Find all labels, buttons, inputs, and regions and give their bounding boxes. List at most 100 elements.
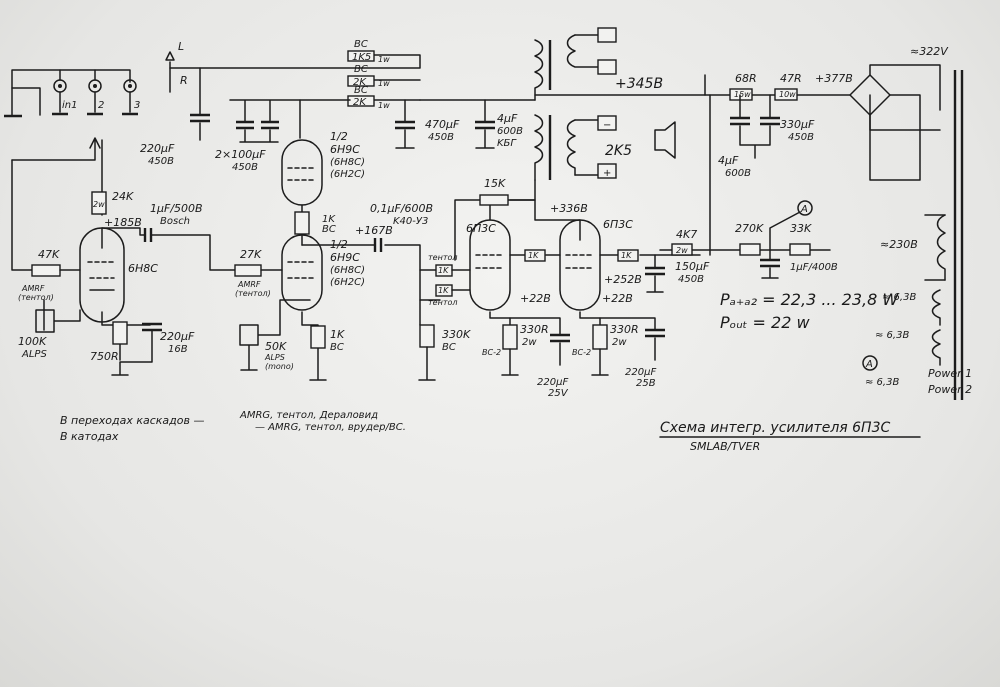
meter-a-2 [862,355,878,371]
label-c4uf600-v: 600B [497,126,523,137]
label-input-l: L [178,40,184,53]
resistor-1k-screen-1 [524,249,546,262]
tube-6p3c-2 [559,219,601,311]
diagram-title: Схема интегр. усилителя 6П3C [660,420,890,436]
label-pot100k: 100K [18,335,47,348]
capacitor-0-1uf [373,238,383,252]
label-2k-b: 2K [353,97,367,108]
label-c220-450: 220µF [140,142,175,155]
input-section: in1 2 3 L R [4,40,188,271]
label-tent2: тентол [428,298,457,307]
label-750r: 750R [90,350,119,363]
label-15k: 15K [484,177,506,190]
label-68r-w: 15w [734,90,751,99]
label-27k-note2: (тентол) [235,289,271,298]
label-1k-s2: 1K [621,251,632,260]
label-meter-a2: A [865,359,873,370]
label-270k: 270K [735,222,764,235]
tube-6h9c-upper [281,139,323,206]
label-c330-v: 450B [788,132,814,143]
resistor-330r-a [502,324,518,350]
label-c1uf-brand: Bosch [160,216,190,227]
tube-6h8c-1 [79,227,125,323]
label-c1uf: 1µF/500B [150,202,203,215]
label-47r: 47R [780,72,802,85]
speaker-terminal-plus [597,163,617,179]
label-47k-note2: (тентол) [18,293,54,302]
label-c330: 330µF [780,118,815,131]
power-supply: 68R 15w 47R 10w +377B 330µF 450B 4µF 600… [534,45,972,400]
label-v336: +336B [550,202,588,215]
resistor-2k-b [347,95,375,107]
label-4k7-w: 2w [676,246,688,255]
label-1k-s1: 1K [528,251,539,260]
resistor-47k [31,264,61,277]
label-power1: Power 1 [928,367,972,380]
resistor-27k [234,264,262,277]
label-1k-g1: 1K [438,266,449,275]
label-1k5-bc: BC [354,39,368,50]
label-v185: +185B [104,216,142,229]
resistor-1k-bc [294,211,310,235]
label-1k5: 1K5 [352,52,371,63]
label-47k: 47K [38,248,60,261]
label-c1uf-b: 1µF/400B [790,262,838,273]
label-330r-b-w: 2w [612,337,627,348]
label-2k5: 2K5 [605,143,632,159]
label-out-minus: − [603,120,611,131]
resistor-68r [729,88,753,101]
stage1: 47K AMRF (тентол) 6H8C 2w 24K +185B 1µF/… [18,139,236,376]
meter-a-1 [797,200,813,216]
label-input-r: R [180,74,188,87]
label-c220-25b-v: 25B [636,378,656,389]
stage2: 1/2 6H9C (6H8C) (6H2C) 1K BC [281,99,365,246]
label-c470: 470µF [425,118,460,131]
label-pot50k-c: (mono) [265,362,294,371]
pout-line: Pₒᵤₜ = 22 w [720,313,810,332]
label-meter-a: A [800,204,808,215]
label-c220-25a: 220µF [537,377,568,388]
label-pot50k: 50K [265,340,287,353]
label-c4uf-b-v: 600B [725,168,751,179]
resistor-270k [739,243,761,256]
label-330r-a-w: 2w [522,337,537,348]
label-power2: Power 2 [928,383,972,396]
resistor-1k-cathode [310,325,326,349]
label-tube1: 6H8C [128,262,158,275]
label-v63c: ≈ 6,3B [865,377,899,388]
label-2k-a-w: 1w [378,79,390,88]
label-tube3-a: 6H9C [330,251,360,264]
label-33k: 33K [790,222,812,235]
power-transformer-core [953,70,964,400]
label-24k: 24K [112,190,134,203]
capacitor-2x100uf [236,120,279,130]
label-c150-v: 450B [678,274,704,285]
label-330r-b: 330R [610,323,639,336]
label-bc2a: BC-2 [482,348,501,357]
label-c4uf600-t: KБГ [497,138,517,149]
tube-6h9c-lower [281,234,323,311]
resistor-4k7 [671,243,693,256]
label-330k-t: BC [442,342,456,353]
label-330k: 330K [442,328,471,341]
label-v345: +345B [615,76,663,92]
stage3: 27K AMRF (тентол) 1/2 6H9C (6H8C) (6H2C)… [234,202,471,381]
speaker-icon [654,121,676,159]
label-tube3-c: (6H2C) [330,277,365,288]
label-tube4: 6П3C [466,222,496,235]
capacitor-1uf [143,228,153,242]
resistor-15k [479,194,509,206]
label-tube2-a: 6H9C [330,143,360,156]
label-v22a: +22B [520,292,551,305]
label-c4uf-b: 4µF [718,154,739,167]
label-c4uf600: 4µF [497,112,518,125]
label-out-plus: + [603,168,611,179]
label-in3: 3 [134,100,140,111]
capacitor-220uf-450 [190,113,210,123]
pd-line: Pₐ₊ₐ₂ = 22,3 ... 23,8 W [720,290,899,309]
note2b: — AMRG, тентол, врудер/BC. [255,422,406,433]
resistor-750r [112,321,128,345]
label-v252: +252B [604,273,642,286]
label-tube3-b: (6H8C) [330,265,365,276]
